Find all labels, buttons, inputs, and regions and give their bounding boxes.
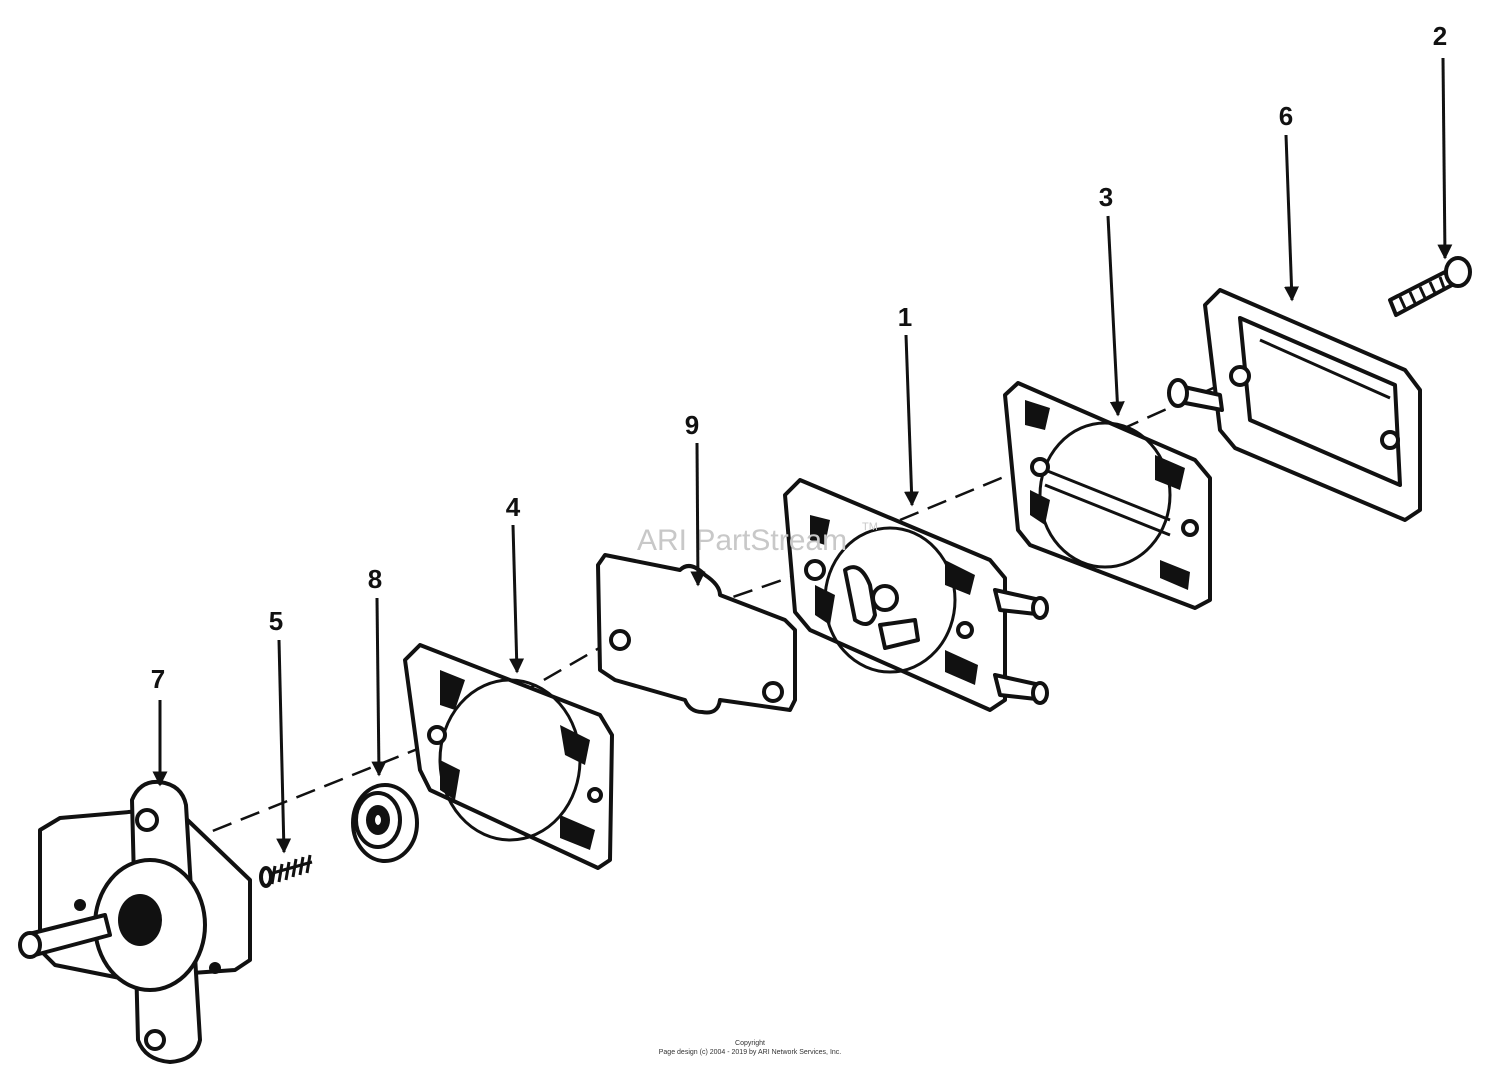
watermark-tm: TM <box>862 521 878 533</box>
part-5-spring[interactable] <box>259 854 313 888</box>
callout-4: 4 <box>506 492 521 522</box>
part-8-seal[interactable] <box>351 783 419 863</box>
callout-1: 1 <box>898 302 912 332</box>
watermark: ARI PartStream TM <box>637 521 878 557</box>
footer-page-design: Page design (c) 2004 - 2019 by ARI Netwo… <box>658 1049 842 1056</box>
footer-copyright: Copyright <box>735 1040 765 1047</box>
part-2-screw[interactable] <box>1388 256 1472 317</box>
watermark-text: ARI PartStream <box>637 524 847 557</box>
callout-6: 6 <box>1279 101 1293 131</box>
part-1-pump-housing[interactable] <box>783 478 1049 712</box>
callout-leaders <box>152 57 1453 854</box>
part-3-gasket[interactable] <box>1003 381 1212 610</box>
footer: Copyright Page design (c) 2004 - 2019 by… <box>0 1039 1500 1057</box>
callout-2: 2 <box>1433 21 1447 51</box>
part-7-pump-body[interactable] <box>18 779 252 1064</box>
part-4-gasket[interactable] <box>403 643 614 870</box>
part-6-cover-plate[interactable] <box>1167 288 1422 522</box>
part-9-diaphragm[interactable] <box>596 553 797 715</box>
callout-5: 5 <box>269 606 283 636</box>
callout-9: 9 <box>685 410 699 440</box>
callout-3: 3 <box>1099 182 1113 212</box>
callout-labels: 2 6 3 1 9 4 8 5 7 <box>151 21 1447 694</box>
callout-7: 7 <box>151 664 165 694</box>
callout-8: 8 <box>368 564 382 594</box>
